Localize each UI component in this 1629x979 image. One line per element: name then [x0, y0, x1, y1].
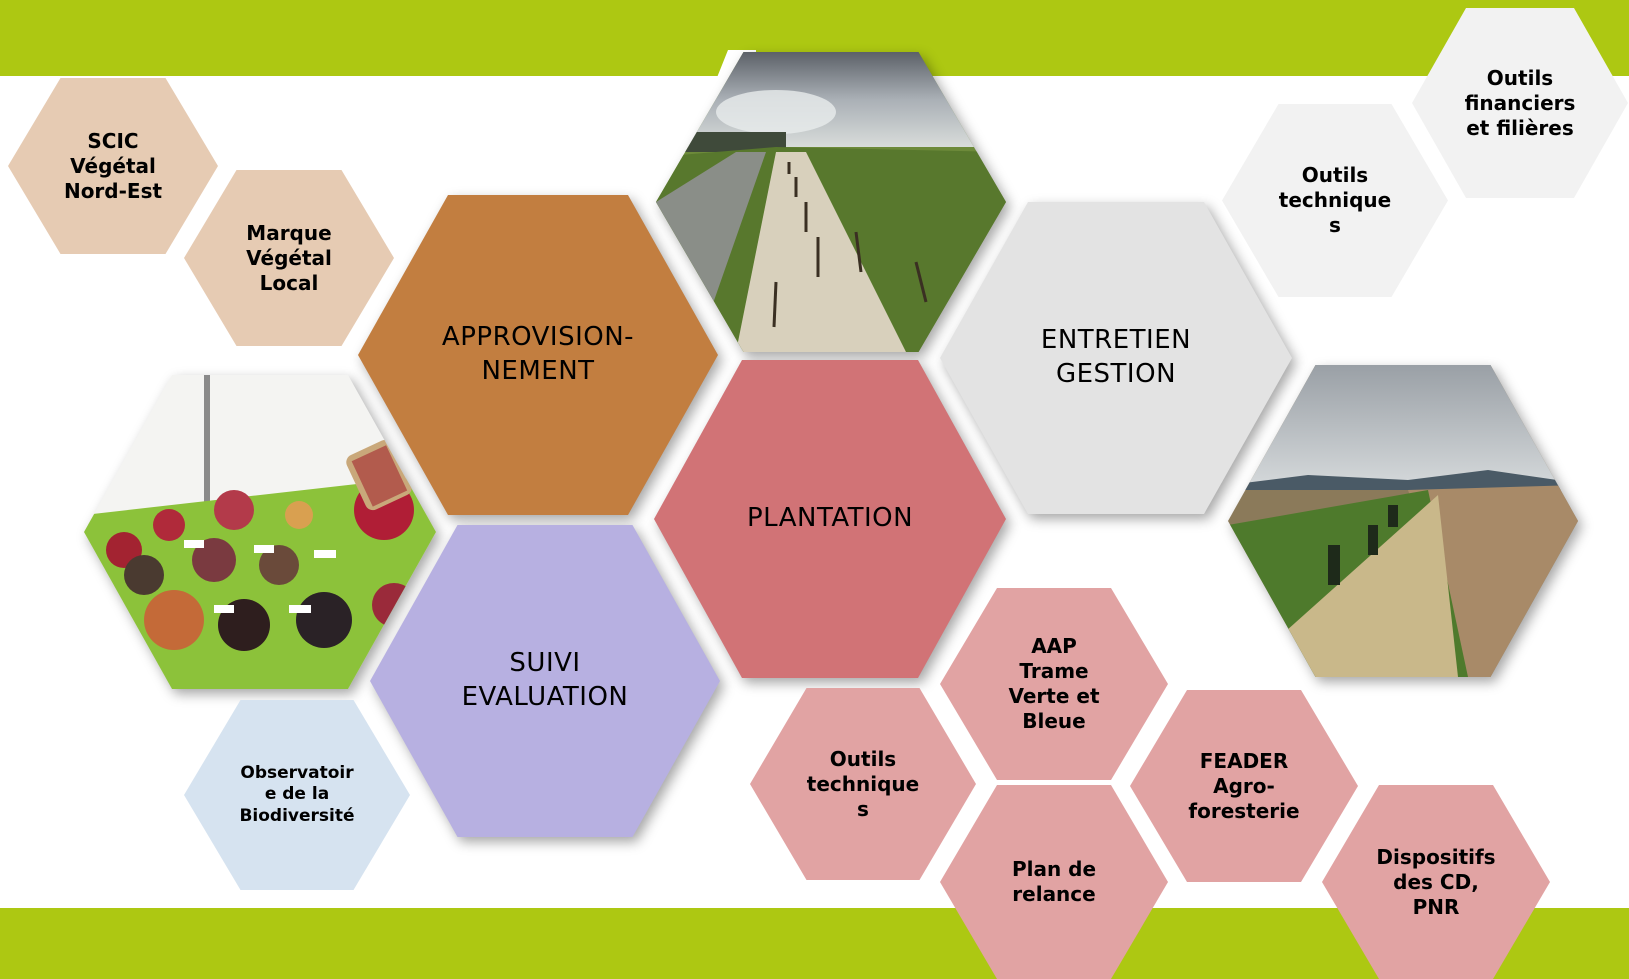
photo-seeds-wrapper: [84, 375, 436, 689]
hex-plantation-wrapper: PLANTATION: [654, 360, 1006, 678]
hex-approvisionnement-wrapper: APPROVISION-NEMENT: [358, 195, 718, 515]
photo-hedgerow-wrapper: [1228, 365, 1578, 677]
hedgerow-field-photo: [1228, 365, 1578, 677]
hex-plantation: PLANTATION: [654, 360, 1006, 678]
photo-planted-row-wrapper: [656, 52, 1006, 352]
